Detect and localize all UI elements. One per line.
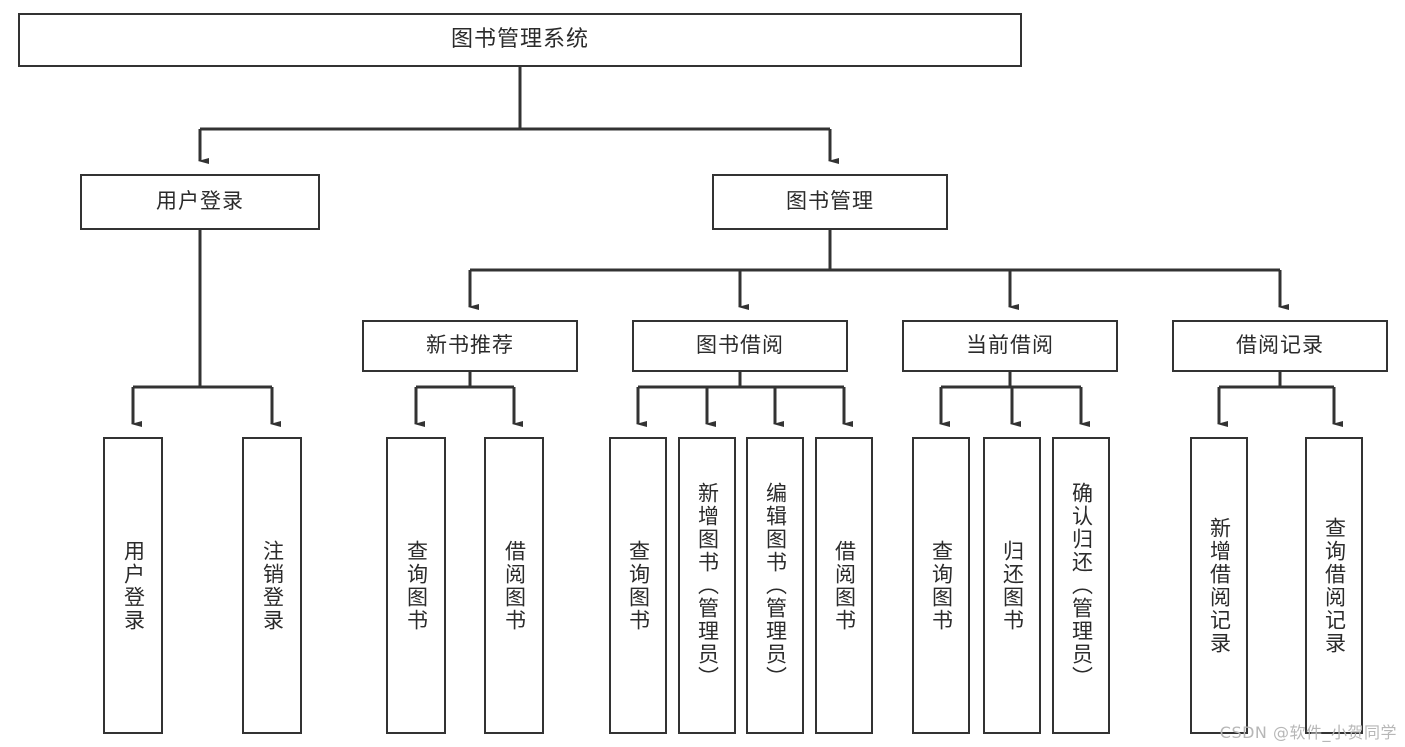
node-leaf-query-book-3[interactable]: 查询图书 [912, 437, 970, 734]
node-new-book-rec[interactable]: 新书推荐 [362, 320, 578, 372]
node-label-leaf-edit-book: 编辑图书（管理员） [763, 482, 788, 689]
node-label-current-borrow: 当前借阅 [966, 333, 1054, 358]
node-leaf-borrow-book-1[interactable]: 借阅图书 [484, 437, 544, 734]
node-leaf-query-book-2[interactable]: 查询图书 [609, 437, 667, 734]
node-label-book-borrow: 图书借阅 [696, 333, 784, 358]
node-book-manage[interactable]: 图书管理 [712, 174, 948, 230]
node-label-user-login: 用户登录 [156, 189, 244, 214]
node-current-borrow[interactable]: 当前借阅 [902, 320, 1118, 372]
node-leaf-query-record[interactable]: 查询借阅记录 [1305, 437, 1363, 734]
node-label-leaf-query-book-2: 查询图书 [626, 539, 651, 632]
node-label-leaf-query-record: 查询借阅记录 [1322, 516, 1347, 655]
node-label-leaf-query-book-1: 查询图书 [404, 539, 429, 632]
node-label-borrow-record: 借阅记录 [1236, 333, 1324, 358]
node-leaf-edit-book[interactable]: 编辑图书（管理员） [746, 437, 804, 734]
csdn-watermark: CSDN @软件_小贺同学 [1219, 723, 1397, 742]
node-leaf-logout[interactable]: 注销登录 [242, 437, 302, 734]
node-leaf-add-record[interactable]: 新增借阅记录 [1190, 437, 1248, 734]
node-leaf-borrow-book-2[interactable]: 借阅图书 [815, 437, 873, 734]
node-label-leaf-return-book: 归还图书 [1000, 539, 1025, 632]
node-leaf-return-book[interactable]: 归还图书 [983, 437, 1041, 734]
node-leaf-query-book-1[interactable]: 查询图书 [386, 437, 446, 734]
node-label-leaf-logout: 注销登录 [260, 539, 285, 632]
node-label-leaf-add-record: 新增借阅记录 [1207, 516, 1232, 655]
node-label-leaf-borrow-book-1: 借阅图书 [502, 539, 527, 632]
node-borrow-record[interactable]: 借阅记录 [1172, 320, 1388, 372]
node-label-leaf-add-book: 新增图书（管理员） [695, 482, 720, 689]
node-user-login[interactable]: 用户登录 [80, 174, 320, 230]
node-root[interactable]: 图书管理系统 [18, 13, 1022, 67]
node-book-borrow[interactable]: 图书借阅 [632, 320, 848, 372]
node-leaf-user-login[interactable]: 用户登录 [103, 437, 163, 734]
node-label-book-manage: 图书管理 [786, 189, 874, 214]
node-label-new-book-rec: 新书推荐 [426, 333, 514, 358]
node-leaf-confirm-ret[interactable]: 确认归还（管理员） [1052, 437, 1110, 734]
node-label-root: 图书管理系统 [450, 26, 589, 52]
node-label-leaf-user-login: 用户登录 [121, 539, 146, 632]
node-label-leaf-confirm-ret: 确认归还（管理员） [1069, 482, 1094, 689]
node-label-leaf-query-book-3: 查询图书 [929, 539, 954, 632]
node-leaf-add-book[interactable]: 新增图书（管理员） [678, 437, 736, 734]
node-label-leaf-borrow-book-2: 借阅图书 [832, 539, 857, 632]
